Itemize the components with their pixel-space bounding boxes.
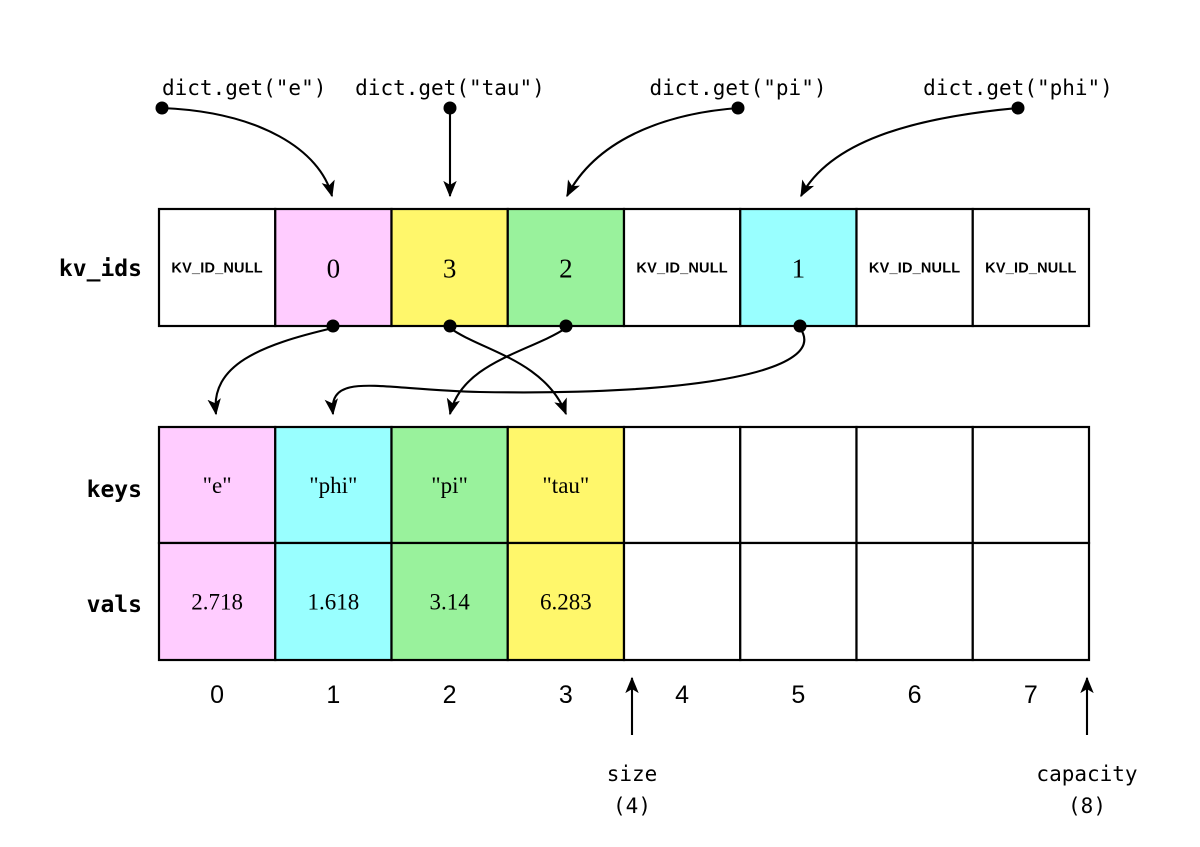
size-marker-group: size (4) <box>607 676 658 818</box>
capacity-marker-group: capacity (8) <box>1036 676 1138 818</box>
connector-dot-get-pi <box>731 101 745 115</box>
vals-cell-5 <box>739 541 858 662</box>
vals-cell-0 <box>157 541 277 662</box>
keys-cell-6 <box>855 425 974 545</box>
keys-cell-1 <box>274 425 393 545</box>
kv-ids-cell-7 <box>971 207 1091 328</box>
kv-ids-value-5: 1 <box>792 254 806 284</box>
index-label-2: 2 <box>443 681 457 709</box>
slot-connectors-group <box>207 319 807 416</box>
connector-dot-slot3 <box>559 319 573 333</box>
kv-ids-cell-1 <box>274 207 393 328</box>
vals-cell-2 <box>390 541 509 662</box>
vals-cell-4 <box>622 541 742 662</box>
vals-row: 2.718 1.618 3.14 6.283 <box>157 541 1091 662</box>
vals-value-0: 2.718 <box>191 590 243 615</box>
index-label-3: 3 <box>559 681 573 709</box>
index-label-5: 5 <box>791 681 805 709</box>
vals-value-3: 6.283 <box>540 590 592 615</box>
kv-ids-value-7: KV_ID_NULL <box>985 261 1076 277</box>
keys-cell-2 <box>390 425 509 545</box>
connector-dot-get-phi <box>1011 101 1025 115</box>
keys-cell-0 <box>157 425 277 545</box>
capacity-marker-label: capacity <box>1036 762 1137 786</box>
vals-cell-3 <box>506 541 626 662</box>
index-label-0: 0 <box>210 681 224 709</box>
keys-value-3: "tau" <box>542 473 589 498</box>
capacity-marker-value: (8) <box>1068 794 1106 818</box>
keys-row: "e" "phi" "pi" "tau" <box>157 425 1091 545</box>
connector-dot-get-tau <box>443 101 457 115</box>
connector-dot-get-e <box>155 101 169 115</box>
kv-ids-cell-5 <box>739 207 858 328</box>
index-label-4: 4 <box>675 681 689 709</box>
index-label-6: 6 <box>908 681 922 709</box>
index-label-7: 7 <box>1024 681 1038 709</box>
index-label-1: 1 <box>326 681 340 709</box>
vals-cell-7 <box>971 541 1091 662</box>
call-labels-group: dict.get("e") dict.get("tau") dict.get("… <box>162 76 1113 100</box>
size-marker-label: size <box>607 762 658 786</box>
vals-cell-1 <box>274 541 393 662</box>
size-marker-value: (4) <box>613 794 651 818</box>
connector-slot3-to-key2 <box>446 327 567 416</box>
kv-ids-value-1: 0 <box>327 254 341 284</box>
connector-dot-slot2 <box>443 319 457 333</box>
row-label-kv-ids: kv_ids <box>59 256 142 282</box>
keys-cell-5 <box>739 425 858 545</box>
call-label-get-e: dict.get("e") <box>162 76 326 100</box>
kv-ids-value-4: KV_ID_NULL <box>636 261 727 277</box>
call-connectors-group <box>155 101 1025 198</box>
connector-get-e <box>161 106 335 198</box>
connector-slot1-to-key0 <box>207 326 334 416</box>
connector-get-pi <box>566 106 739 198</box>
call-label-get-pi: dict.get("pi") <box>649 76 826 100</box>
keys-cell-4 <box>622 425 742 545</box>
index-axis: 0 1 2 3 4 5 6 7 <box>210 681 1038 709</box>
keys-value-0: "e" <box>203 473 232 498</box>
row-label-vals: vals <box>87 592 142 618</box>
keys-value-1: "phi" <box>309 473 357 498</box>
kv-ids-value-2: 3 <box>443 254 457 284</box>
connector-get-phi <box>800 106 1019 198</box>
call-label-get-phi: dict.get("phi") <box>923 76 1113 100</box>
vals-value-1: 1.618 <box>308 590 360 615</box>
kv-ids-value-0: KV_ID_NULL <box>171 261 262 277</box>
vals-cell-6 <box>855 541 974 662</box>
connector-slot5-to-key1 <box>324 327 806 416</box>
row-label-keys: keys <box>87 477 142 503</box>
vals-value-2: 3.14 <box>430 590 471 615</box>
kv-ids-value-3: 2 <box>559 254 573 284</box>
connector-dot-slot5 <box>793 319 807 333</box>
call-label-get-tau: dict.get("tau") <box>355 76 545 100</box>
kv-ids-value-6: KV_ID_NULL <box>869 261 960 277</box>
connector-slot2-to-key3 <box>449 327 567 416</box>
keys-value-2: "pi" <box>431 473 468 498</box>
keys-cell-7 <box>971 425 1091 545</box>
kv-ids-row: KV_ID_NULL 0 3 2 KV_ID_NULL 1 KV_ID_NULL KV_ID_… <box>157 207 1091 328</box>
connector-dot-slot1 <box>326 319 340 333</box>
